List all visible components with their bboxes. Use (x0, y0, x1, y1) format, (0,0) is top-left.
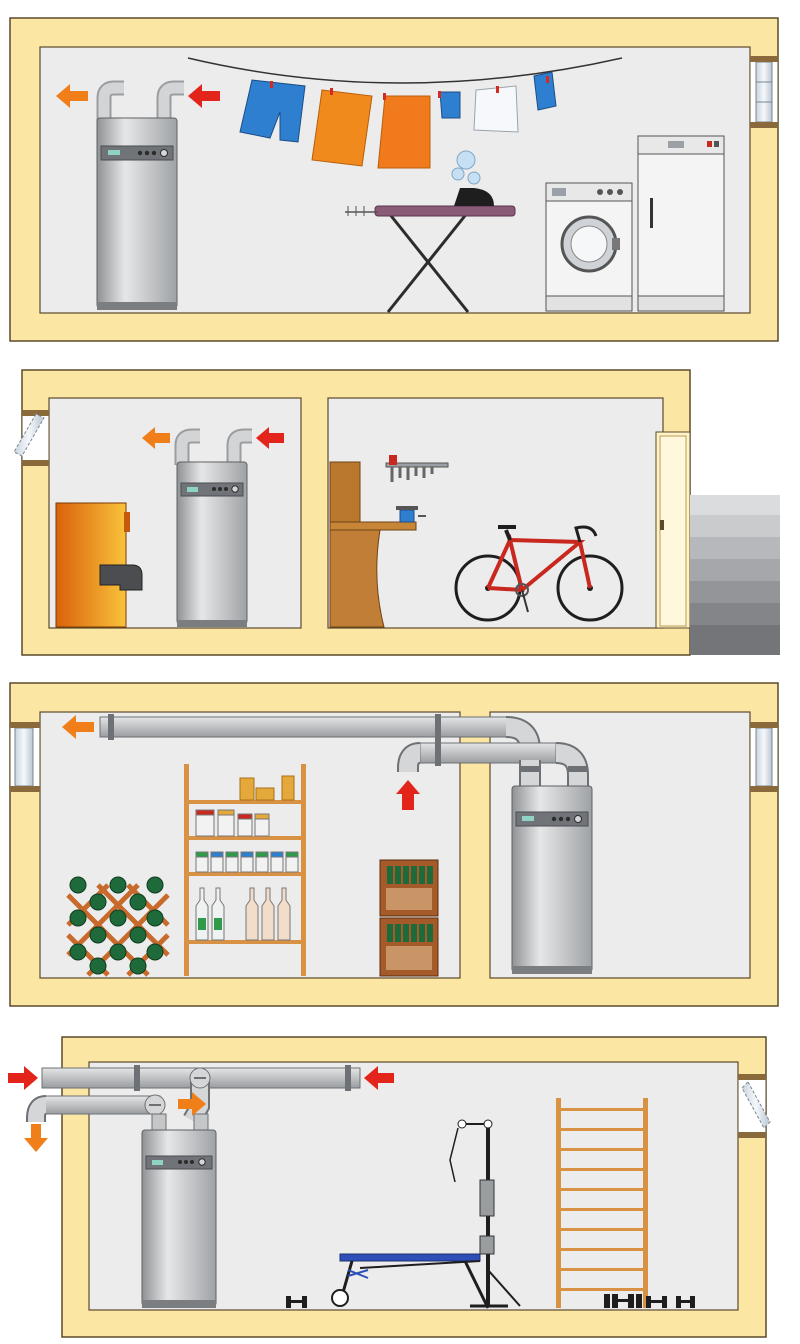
intake-air-arrow-right (364, 1066, 394, 1090)
intake-air-arrow (396, 780, 420, 810)
orange-shirt (311, 89, 373, 167)
pantry-shelf (184, 764, 306, 976)
window (749, 56, 779, 128)
dumbbell (604, 1294, 642, 1308)
small-blue-cloth (533, 71, 557, 111)
dumbbells (286, 1294, 695, 1308)
dumbbell (676, 1296, 695, 1308)
weight-bench (331, 1253, 490, 1309)
exhaust-air-arrow (142, 427, 170, 449)
window-left (9, 722, 41, 792)
towel (377, 95, 431, 169)
ironing-board (345, 205, 516, 313)
window-right (749, 722, 779, 792)
wine-rack (66, 876, 170, 977)
wall-bars (556, 1098, 648, 1308)
exhaust-air-arrow (62, 715, 94, 739)
boiler-room-workshop-scene (13, 369, 780, 656)
tool-rack (385, 455, 449, 482)
exhaust-air-arrow (56, 84, 88, 108)
washing-machine (545, 182, 633, 312)
heat-pump-water-heater (141, 1129, 217, 1308)
heat-pump-water-heater (511, 785, 593, 974)
white-cloth (473, 85, 519, 133)
steam-iron (451, 150, 494, 206)
stairs (690, 495, 780, 655)
tilted-window (737, 1074, 771, 1138)
dumbbell (286, 1296, 307, 1308)
vise (396, 506, 426, 523)
clothesline (187, 57, 623, 169)
bottles (195, 887, 291, 941)
heating-boiler (55, 502, 143, 628)
spice-jars (195, 851, 299, 873)
tilted-window (13, 410, 50, 466)
exhaust-air-arrow-right (178, 1092, 206, 1116)
dumbbell (646, 1296, 667, 1308)
heat-pump-water-heater (96, 80, 184, 310)
laundry-room-scene (9, 17, 779, 342)
duct-system (99, 714, 589, 790)
blue-sock (439, 91, 461, 119)
bottle-crates (379, 859, 439, 977)
storage-cellar-scene (9, 682, 779, 1007)
cable-tower (449, 1119, 521, 1308)
exhaust-air-arrow-down (24, 1124, 48, 1152)
cans (239, 775, 295, 801)
jars (195, 809, 270, 837)
jeans (239, 79, 306, 143)
door (655, 431, 691, 629)
heat-pump-water-heater (174, 428, 252, 627)
intake-air-arrow (188, 84, 220, 108)
bicycle (454, 525, 624, 622)
tumble-dryer (637, 135, 725, 312)
intake-air-arrow (256, 427, 284, 449)
fitness-room-scene (8, 1036, 771, 1338)
workbench (329, 461, 426, 628)
intake-air-arrow-left (8, 1066, 38, 1090)
